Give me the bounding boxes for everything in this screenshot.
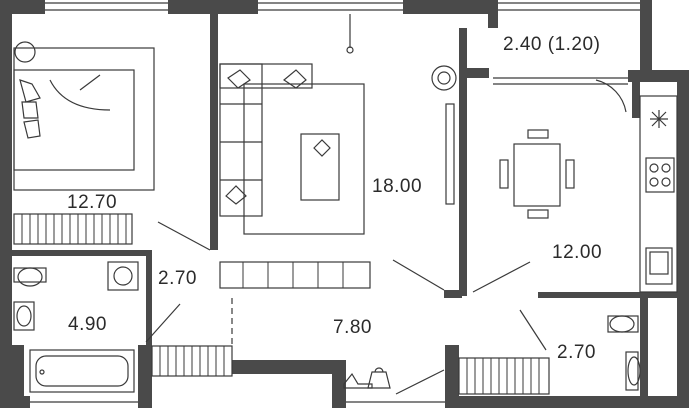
room-area-hallway: 7.80	[333, 317, 372, 338]
rug	[243, 83, 365, 235]
fixtures	[13, 2, 678, 403]
door-balcony	[595, 79, 627, 113]
wall-balcony-right	[640, 0, 652, 78]
wall-balcony-left-top	[488, 0, 498, 28]
wall-right	[677, 70, 689, 408]
extractor-icon	[650, 110, 668, 128]
plant-icon	[431, 65, 457, 91]
washing-machine-icon	[107, 261, 139, 291]
door-toilet	[519, 309, 547, 351]
room-area-kitchen: 12.00	[552, 242, 603, 263]
room-area-bedroom: 12.70	[67, 192, 118, 213]
sofa-icon	[219, 63, 313, 217]
door-living	[392, 259, 445, 291]
wardrobe-hall-right	[458, 357, 550, 395]
dining-table-icon	[499, 129, 575, 219]
door-entrance	[395, 369, 445, 395]
bag-icon	[367, 367, 391, 389]
toilet-room-toilet-icon	[607, 315, 639, 333]
room-area-wardrobe: 2.70	[158, 268, 197, 289]
wall-bottom-2	[138, 345, 152, 408]
wall-kitchen-toilet	[538, 292, 677, 298]
door-bathroom	[145, 303, 181, 343]
sink-bath-icon	[13, 301, 35, 331]
room-area-balcony: 2.40 (1.20)	[503, 34, 601, 55]
bathtub-icon	[29, 349, 135, 393]
room-area-bathroom: 4.90	[68, 314, 107, 335]
wall-bedroom-bath	[12, 250, 152, 256]
wall-bath-right	[146, 250, 152, 345]
sink-icon	[645, 247, 673, 285]
wall-top-1	[0, 0, 45, 14]
door-bedroom	[157, 221, 211, 251]
room-area-toilet: 2.70	[557, 342, 596, 363]
bed-icon	[13, 41, 155, 191]
shoe-icon	[343, 372, 373, 389]
tv-stand	[219, 261, 371, 289]
wall-bottom-4	[332, 360, 346, 408]
wall-top-2	[168, 0, 258, 14]
wall-top-3	[403, 0, 493, 14]
wardrobe-bedroom	[13, 213, 133, 245]
coffee-table-icon	[300, 133, 340, 201]
wall-bottom-5	[445, 345, 459, 408]
room-area-living-room: 18.00	[372, 176, 423, 197]
stove-icon	[645, 157, 675, 193]
wall-hall-stub	[444, 290, 462, 298]
wall-left	[0, 0, 12, 408]
wall-bedroom-living	[210, 14, 218, 250]
wall-kitchen-right	[632, 78, 640, 118]
wall-bottom-6	[459, 396, 677, 408]
toilet-icon	[13, 267, 47, 287]
wall-kitchen-top-right	[628, 70, 689, 82]
wall-balcony-base	[459, 68, 489, 78]
wall-bottom-3	[232, 360, 332, 374]
door-kitchen	[472, 261, 531, 293]
kitchen-counter	[639, 95, 678, 293]
toilet-room-sink-icon	[625, 351, 641, 391]
wall-living-kitchen	[459, 28, 467, 296]
wall-bottom-left-step	[0, 345, 24, 408]
wall-toilet-right	[640, 292, 648, 396]
radiator-icon	[445, 103, 455, 205]
